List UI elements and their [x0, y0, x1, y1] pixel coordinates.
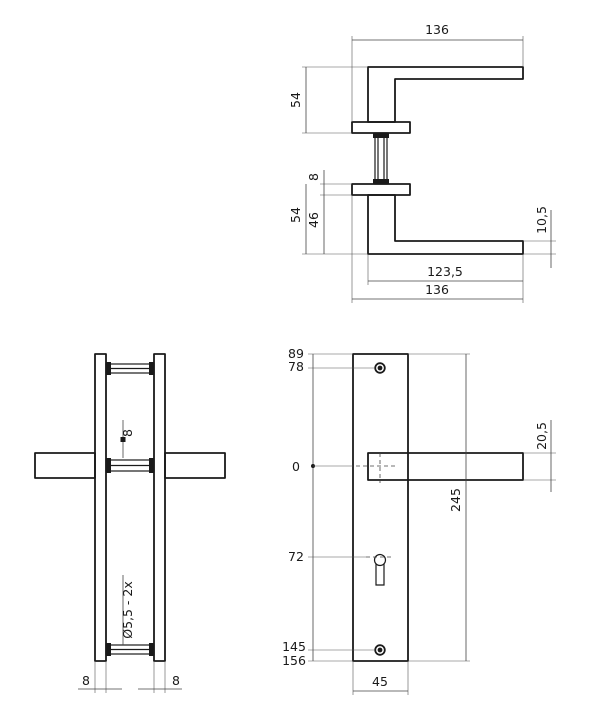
label-bottom-screw: 145: [282, 639, 306, 654]
front-view: 89 78 0 72 145 156 245 20,5 45: [282, 346, 556, 695]
section-spindle: [105, 458, 155, 473]
label-grip-thickness: 10,5: [534, 206, 549, 234]
left-plate: [94, 353, 107, 662]
label-rose-thickness: 8: [306, 173, 321, 181]
upper-rose: [351, 121, 411, 134]
dim-width-bottom: 136: [351, 195, 523, 303]
lower-lever: [367, 194, 524, 255]
label-handle-height: 20,5: [534, 422, 549, 450]
dim-lever-height-top: 54: [288, 66, 368, 134]
label-width-bottom: 136: [425, 282, 449, 297]
back-plate: [352, 353, 409, 662]
right-plate: [153, 353, 166, 662]
label-lever-height-top: 54: [288, 92, 303, 108]
section-view: 8 Ø5,5 - 2x 8 8: [34, 353, 226, 693]
label-width-top: 136: [425, 22, 449, 37]
top-bolt: [105, 362, 155, 375]
dim-plate-width: 45: [352, 661, 409, 695]
dim-rose-thickness: 8: [306, 170, 352, 196]
right-handle-stub: [164, 452, 226, 479]
label-spindle-center: 0: [292, 459, 300, 474]
label-spindle-square: 8: [120, 429, 135, 437]
dim-lever-height-bottom: 54: [288, 184, 368, 255]
label-lever-reach: 123,5: [427, 264, 463, 279]
dim-grip-thickness: 10,5: [523, 206, 556, 268]
front-dim-ordinates: 89 78 0 72 145 156: [282, 346, 375, 668]
label-plate-height: 245: [448, 488, 463, 512]
dim-rose-to-grip: 46: [306, 195, 325, 254]
upper-lever: [367, 66, 524, 123]
screw-spec: Ø5,5 - 2x: [120, 575, 135, 645]
spindle: [373, 132, 389, 185]
lower-rose: [351, 183, 411, 196]
label-top-screw: 78: [288, 359, 304, 374]
front-handle: [367, 452, 524, 481]
label-lever-height-bottom: 54: [288, 207, 303, 223]
label-bottom-edge: 156: [282, 653, 306, 668]
label-rose-to-grip: 46: [306, 212, 321, 228]
bottom-bolt: [105, 643, 155, 656]
dim-handle-height: 20,5: [523, 420, 556, 492]
dim-plate-thickness-left: 8: [78, 661, 122, 693]
dim-width-top: 136: [351, 22, 524, 122]
label-plate-left: 8: [82, 673, 90, 688]
bottom-screw: [374, 644, 386, 656]
label-plate-right: 8: [172, 673, 180, 688]
label-keyhole: 72: [288, 549, 304, 564]
dim-plate-height: 245: [408, 353, 470, 662]
keyhole: [366, 553, 394, 586]
spindle-square-marker: 8: [120, 420, 135, 458]
dim-lever-reach: 123,5: [367, 254, 524, 303]
dim-plate-thickness-right: 8: [138, 661, 182, 693]
side-view: 136 54 8 54 46: [288, 22, 556, 303]
label-plate-width: 45: [372, 674, 388, 689]
top-screw: [374, 362, 386, 374]
label-top-edge: 89: [288, 346, 304, 361]
left-handle-stub: [34, 452, 96, 479]
label-screw-spec: Ø5,5 - 2x: [120, 581, 135, 639]
